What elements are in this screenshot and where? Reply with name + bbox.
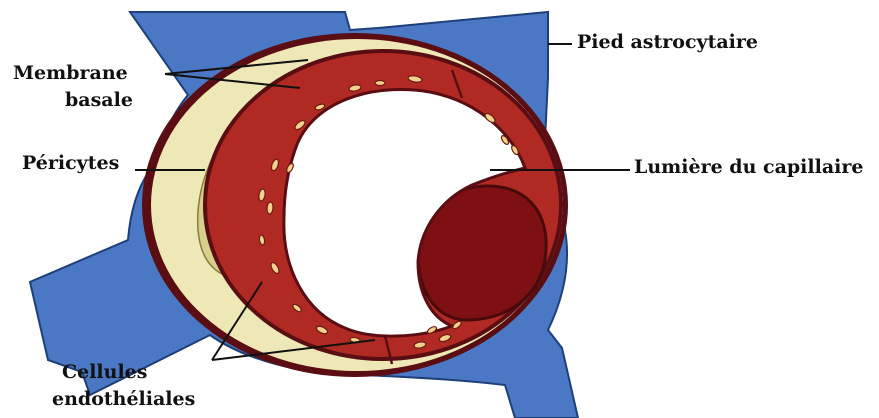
label-cellules-line1: Cellules [52, 359, 195, 386]
label-lumiere-capillaire: Lumière du capillaire [634, 156, 863, 178]
label-pericytes: Péricytes [22, 152, 119, 174]
label-membrane-line1: Membrane [13, 60, 133, 87]
label-cellules-line2: endothéliales [52, 386, 195, 413]
label-pied-astrocytaire: Pied astrocytaire [577, 31, 758, 53]
label-membrane-basale: Membrane basale [13, 60, 133, 114]
label-cellules-endotheliales: Cellules endothéliales [52, 359, 195, 413]
label-membrane-line2: basale [13, 87, 133, 114]
